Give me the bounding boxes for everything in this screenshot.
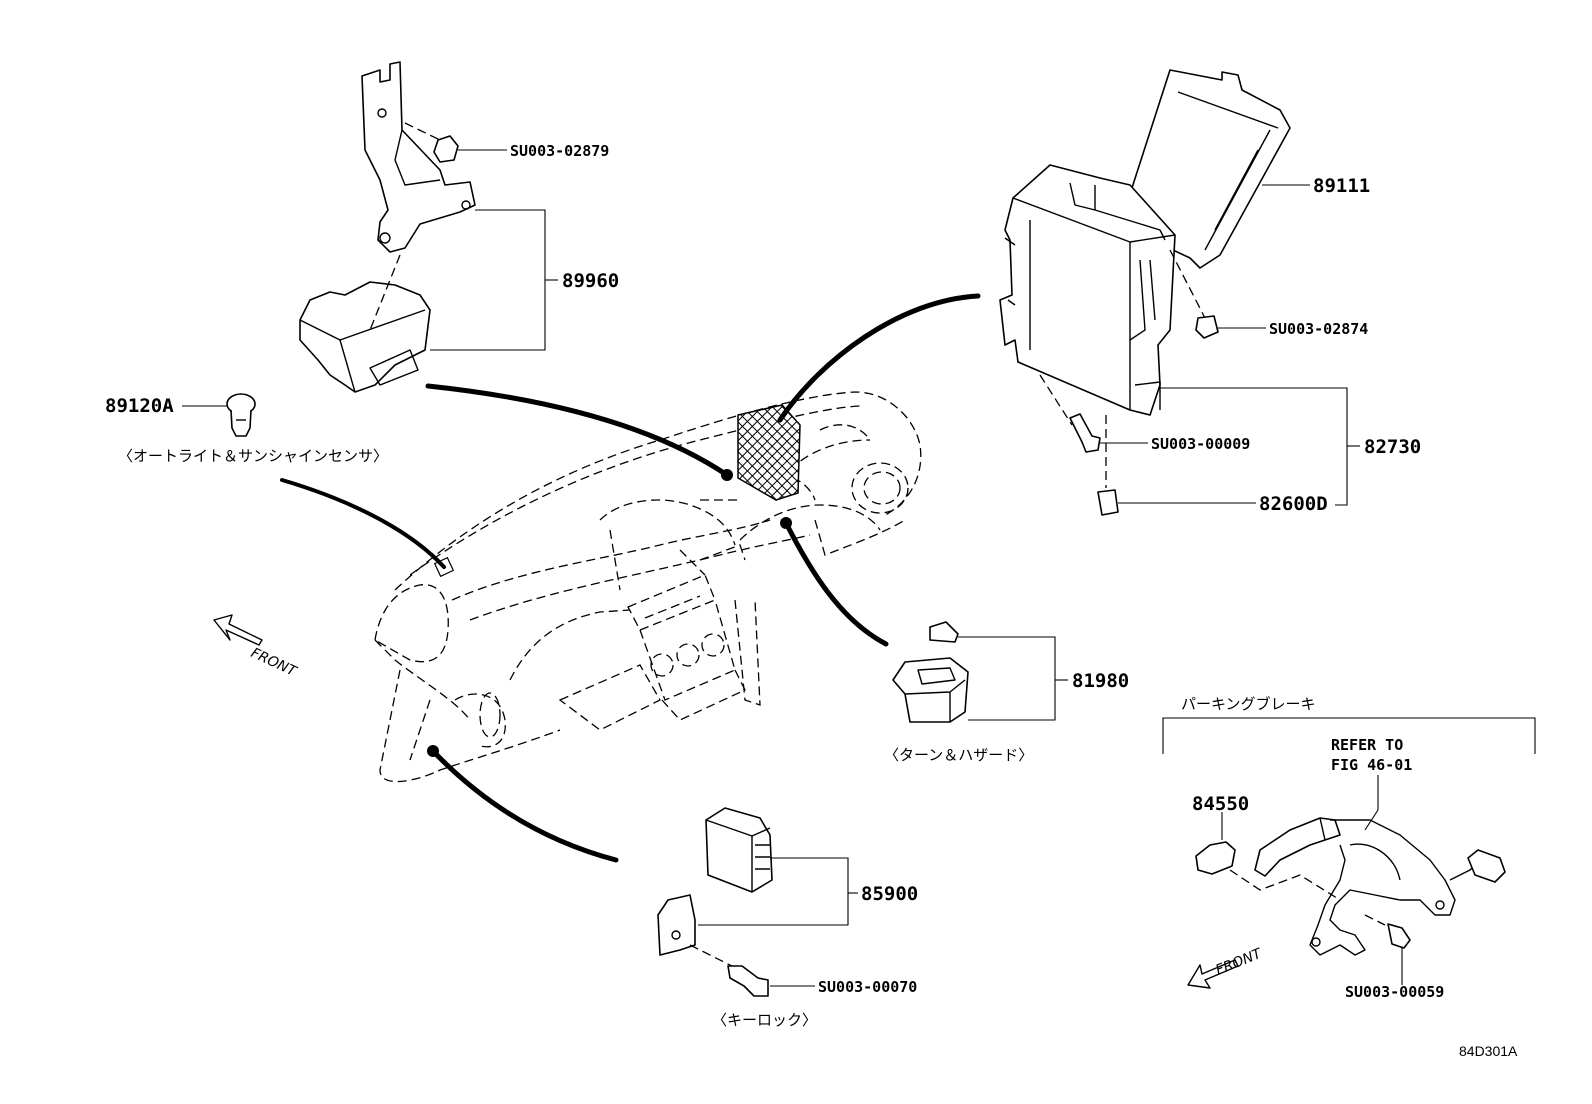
- label-su003-00059: SU003-00059: [1345, 983, 1444, 1001]
- fig-reference-label: FIG 46-01: [1331, 756, 1412, 774]
- label-su003-02874: SU003-02874: [1269, 320, 1368, 338]
- label-84550: 84550: [1192, 793, 1249, 815]
- clip-su003-02874-icon: [1195, 315, 1219, 339]
- part-89960-assembly[interactable]: [299, 61, 558, 393]
- label-82600d: 82600D: [1259, 493, 1328, 515]
- front-label-inset: FRONT: [1214, 945, 1266, 978]
- label-82730: 82730: [1364, 436, 1421, 458]
- bolt-su003-00059-icon: [1387, 923, 1411, 949]
- caption-turn-hazard: 〈ターン＆ハザード〉: [884, 746, 1033, 764]
- keylock-relay-icon: [705, 807, 773, 893]
- parking-brake-inset: パーキングブレーキ REFER TO FIG 46-01 FRONT: [1162, 695, 1536, 989]
- caption-auto-light-sensor: 〈オートライト＆サンシャインセンサ〉: [118, 447, 388, 465]
- flasher-relay-icon: [892, 657, 969, 723]
- part-82730-assembly[interactable]: [999, 69, 1360, 516]
- screw-su003-00070-icon: [727, 965, 769, 997]
- front-arrow-inset-icon: [1187, 959, 1239, 989]
- part-81980-flasher[interactable]: [892, 621, 1068, 723]
- connector-icon: [1467, 849, 1506, 883]
- ecu-89960-icon: [299, 281, 431, 393]
- part-85900-assembly[interactable]: [657, 807, 858, 997]
- lever-handle-icon: [1254, 817, 1341, 877]
- label-85900: 85900: [861, 883, 918, 905]
- label-89111: 89111: [1313, 175, 1370, 197]
- label-su003-00009: SU003-00009: [1151, 435, 1250, 453]
- ecu-82730-icon: [999, 164, 1176, 416]
- part-89120a-sensor[interactable]: [182, 393, 256, 437]
- cap-icon: [929, 621, 959, 643]
- refer-to-label: REFER TO: [1331, 736, 1403, 754]
- front-arrow-main: FRONT: [213, 614, 300, 680]
- relay-82600d-icon: [1097, 489, 1119, 516]
- bracket-icon: [361, 61, 476, 253]
- front-label-main: FRONT: [248, 645, 299, 680]
- instrument-panel-drawing: [374, 391, 922, 783]
- label-89120a: 89120A: [105, 395, 174, 417]
- label-su003-00070: SU003-00070: [818, 978, 917, 996]
- cover-89111-icon: [1119, 69, 1291, 269]
- clip-icon: [433, 135, 459, 163]
- label-su003-02879: SU003-02879: [510, 142, 609, 160]
- label-89960: 89960: [562, 270, 619, 292]
- label-81980: 81980: [1072, 670, 1129, 692]
- caption-key-lock: 〈キーロック〉: [712, 1011, 817, 1029]
- ecu-location-mesh: [737, 404, 801, 501]
- switch-84550-icon: [1195, 841, 1236, 875]
- front-arrow-icon: [213, 614, 263, 646]
- screw-su003-00009-icon: [1069, 413, 1101, 453]
- inset-title-parking-brake: パーキングブレーキ: [1181, 695, 1316, 713]
- keylock-bracket-icon: [657, 894, 696, 956]
- location-callout-lines: [280, 293, 981, 863]
- diagram-code: 84D301A: [1459, 1043, 1518, 1059]
